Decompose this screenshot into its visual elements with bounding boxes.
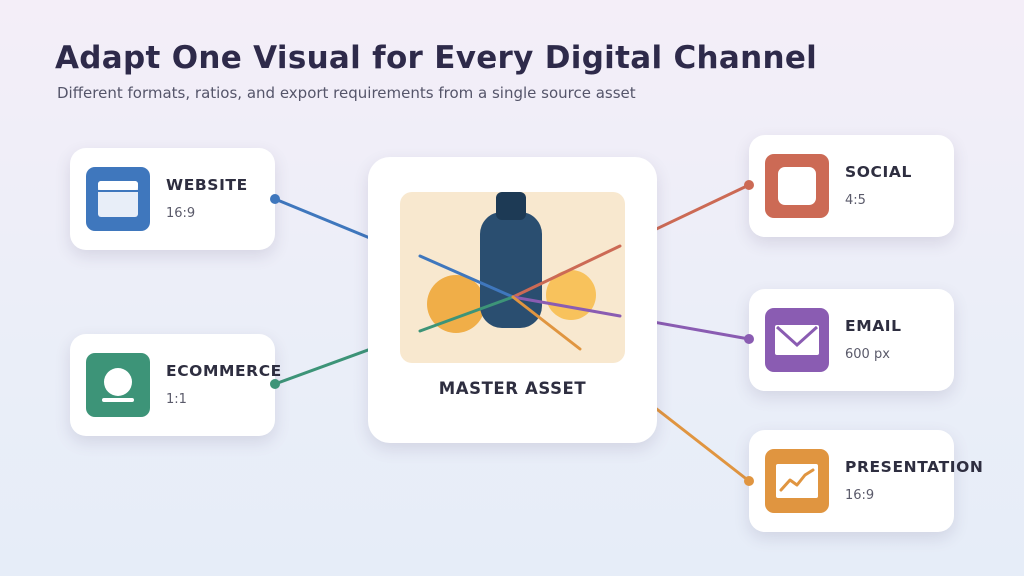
square-post-icon — [765, 154, 829, 218]
channel-card-email[interactable]: EMAIL 600 px — [749, 289, 954, 391]
channel-card-social[interactable]: SOCIAL 4:5 — [749, 135, 954, 237]
master-asset-label: MASTER ASSET — [438, 379, 587, 398]
bottle-body-shape — [480, 212, 542, 328]
channel-card-ecommerce[interactable]: ECOMMERCE 1:1 — [70, 334, 281, 436]
channel-label-website: WEBSITE — [166, 176, 248, 194]
envelope-icon — [765, 308, 829, 372]
orange-right-shape — [546, 270, 596, 320]
page-subtitle: Different formats, ratios, and export re… — [57, 84, 636, 102]
master-asset-artwork — [400, 192, 625, 363]
channel-card-website[interactable]: WEBSITE 16:9 — [70, 148, 275, 250]
bottle-cap-shape — [496, 192, 526, 220]
orange-left-shape — [427, 275, 485, 333]
channel-label-ecommerce: ECOMMERCE — [166, 362, 282, 380]
channel-spec-social: 4:5 — [845, 193, 866, 208]
channel-label-social: SOCIAL — [845, 163, 912, 181]
channel-spec-email: 600 px — [845, 347, 890, 362]
browser-window-icon — [86, 167, 150, 231]
trend-chart-icon — [765, 449, 829, 513]
channel-card-presentation[interactable]: PRESENTATION 16:9 — [749, 430, 983, 532]
channel-spec-website: 16:9 — [166, 206, 196, 221]
channel-spec-ecommerce: 1:1 — [166, 392, 187, 407]
product-icon — [86, 353, 150, 417]
page-title: Adapt One Visual for Every Digital Chann… — [55, 40, 818, 76]
channel-label-email: EMAIL — [845, 317, 902, 335]
channel-label-presentation: PRESENTATION — [845, 458, 984, 476]
product-illustration — [427, 192, 596, 333]
channel-spec-presentation: 16:9 — [845, 488, 875, 503]
master-asset-card[interactable]: MASTER ASSET — [368, 157, 657, 443]
